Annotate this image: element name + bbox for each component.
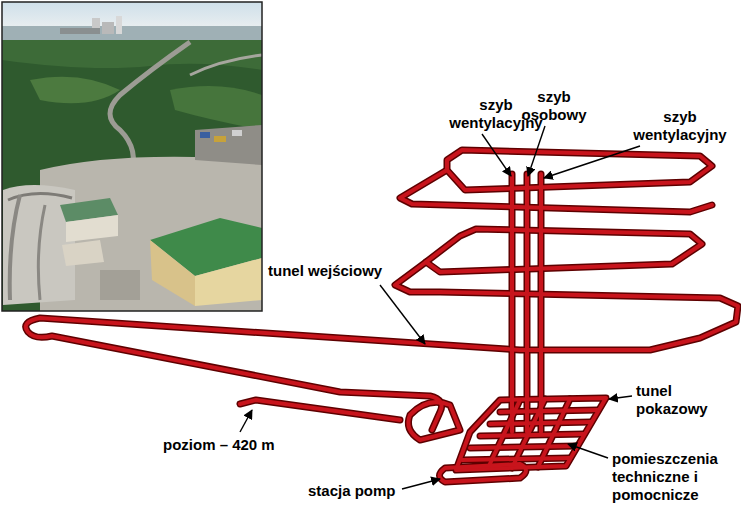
leader-line — [482, 134, 511, 176]
part-label: stacja pomp — [308, 482, 396, 500]
part-label: pomieszczenia techniczne i pomocnicze — [612, 450, 734, 504]
leader-line — [528, 126, 545, 176]
part-label: tunel wejściowy — [268, 262, 382, 280]
aerial-photo — [2, 2, 262, 311]
part-label: szyb wentylacyjny — [630, 108, 730, 144]
leader-line — [402, 479, 440, 489]
leader-line — [240, 410, 252, 432]
tunnel-fill — [26, 150, 738, 482]
leader-line — [544, 146, 640, 178]
tunnel-system — [26, 150, 738, 482]
part-label: szyb osobowy — [518, 88, 590, 124]
part-label: poziom – 420 m — [163, 436, 275, 454]
part-label: tunel pokazowy — [636, 382, 716, 418]
leader-line — [609, 396, 632, 399]
tunnel-outline — [26, 150, 738, 482]
leader-lines — [240, 126, 640, 489]
leader-line — [380, 285, 425, 344]
leader-line — [568, 444, 608, 458]
